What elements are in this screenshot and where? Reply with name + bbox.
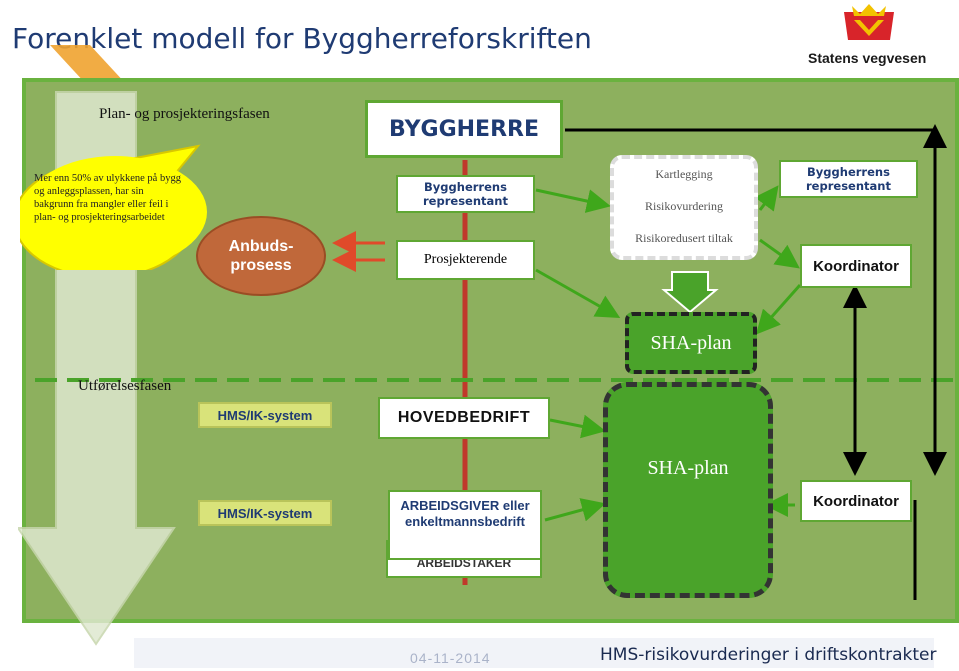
prosjekterende-box: Prosjekterende bbox=[396, 240, 535, 280]
footer-bar bbox=[134, 638, 934, 668]
hms-ik-system-label-2: HMS/IK-system bbox=[217, 505, 313, 521]
risikoredusert-label: Risikoredusert tiltak bbox=[635, 231, 733, 245]
kartlegging-label: Kartlegging bbox=[655, 167, 713, 181]
sha-plan-label-top: SHA-plan bbox=[650, 331, 732, 354]
koordinator-label-top: Koordinator bbox=[813, 257, 899, 275]
prosjekterende-label: Prosjekterende bbox=[423, 252, 508, 267]
anbudsprosess-node: Anbuds-prosess bbox=[196, 216, 326, 296]
callout-bubble bbox=[20, 144, 207, 270]
hovedbedrift-label: HOVEDBEDRIFT bbox=[397, 409, 531, 426]
callout-text: Mer enn 50% av ulykkene på bygg og anleg… bbox=[34, 173, 181, 223]
hms-ik-system-box-2: HMS/IK-system bbox=[198, 500, 332, 526]
footer-caption: HMS-risikovurderinger i driftskontrakter bbox=[600, 645, 937, 665]
risk-assessment-box: Kartlegging Risikovurdering Risikoreduse… bbox=[610, 155, 758, 260]
page-title: Forenklet modell for Byggherreforskrifte… bbox=[12, 22, 592, 55]
anbudsprosess-label: Anbuds-prosess bbox=[228, 238, 294, 274]
arbeidsgiver-box: ARBEIDSGIVER eller enkeltmannsbedrift bbox=[388, 490, 542, 560]
logo-text: Statens vegvesen bbox=[808, 50, 927, 66]
byggherrens-representant-label: Byggherrens representant bbox=[423, 180, 508, 208]
risikovurdering-label: Risikovurdering bbox=[645, 199, 723, 213]
koordinator-box-bottom: Koordinator bbox=[800, 480, 912, 522]
sha-plan-box-bottom: SHA-plan bbox=[603, 382, 773, 598]
hms-ik-system-box-1: HMS/IK-system bbox=[198, 402, 332, 428]
hms-ik-system-label-1: HMS/IK-system bbox=[217, 407, 313, 423]
byggherrens-representant-box: Byggherrens representant bbox=[396, 175, 535, 213]
koordinator-box-top: Koordinator bbox=[800, 244, 912, 288]
byggherre-label: BYGGHERRE bbox=[389, 116, 539, 142]
phase-label-planning: Plan- og prosjekteringsfasen bbox=[99, 106, 270, 122]
statens-vegvesen-logo bbox=[838, 2, 900, 49]
sha-plan-label-bottom: SHA-plan bbox=[647, 457, 729, 479]
koordinator-label-bottom: Koordinator bbox=[813, 492, 899, 510]
phase-label-execution: Utførelsesfasen bbox=[78, 378, 172, 394]
byggherre-box: BYGGHERRE bbox=[365, 100, 563, 158]
sha-plan-box-top: SHA-plan bbox=[625, 312, 757, 374]
logo-emblem-icon bbox=[844, 4, 894, 40]
hovedbedrift-box: HOVEDBEDRIFT bbox=[378, 397, 550, 439]
byggherrens-representant-right-label: Byggherrens representant bbox=[806, 165, 891, 193]
arbeidsgiver-label: ARBEIDSGIVER eller enkeltmannsbedrift bbox=[400, 498, 530, 529]
footer-date: 04-11-2014 bbox=[410, 650, 491, 666]
byggherrens-representant-right-box: Byggherrens representant bbox=[779, 160, 918, 198]
